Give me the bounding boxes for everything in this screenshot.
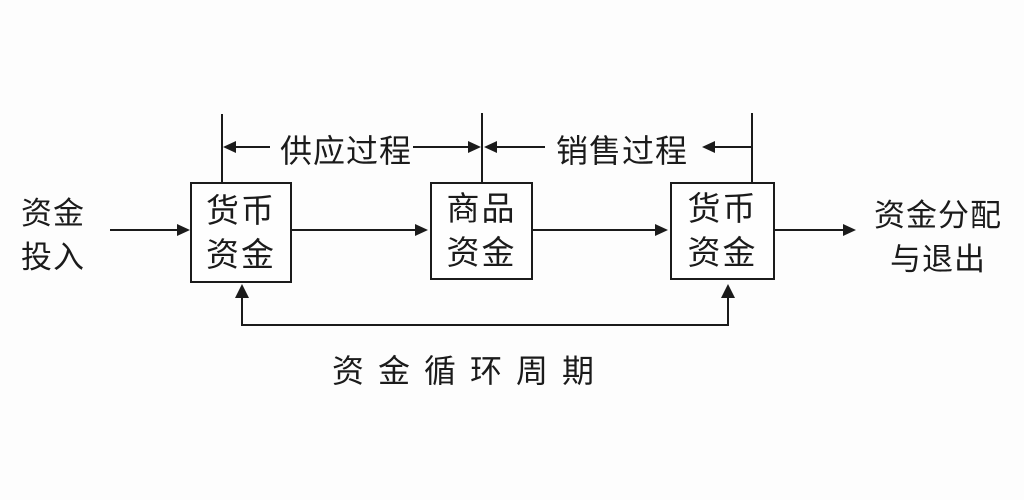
box2-line1: 商品	[446, 189, 517, 228]
box-commodity-funds: 商品 资金	[430, 182, 533, 280]
supply-dim-left-line	[234, 146, 270, 148]
arrowhead-left-icon	[484, 141, 497, 153]
cycle-period-label: 资金循环周期	[332, 352, 609, 390]
output-label-line1: 资金分配	[874, 198, 1002, 234]
box3-line2: 资金	[687, 233, 758, 272]
box2-line2: 资金	[446, 233, 517, 272]
arrowhead-right-icon	[415, 224, 428, 236]
input-label: 资金 投入	[14, 192, 92, 280]
arrowhead-up-icon	[721, 284, 735, 298]
cycle-loop-right-riser	[727, 297, 729, 326]
sales-dim-right-line	[713, 146, 752, 148]
sales-process-label: 销售过程	[556, 132, 689, 170]
arrow-box3-to-output-line	[775, 229, 845, 231]
box1-line1: 货币	[206, 190, 276, 230]
output-label: 资金分配 与退出	[868, 194, 1008, 282]
box-monetary-funds-right: 货币 资金	[670, 182, 775, 280]
box-monetary-funds-left: 货币 资金	[190, 182, 292, 283]
arrowhead-up-icon	[235, 284, 249, 298]
cycle-loop-bottom-line	[241, 324, 729, 326]
arrowhead-right-icon	[655, 224, 668, 236]
extension-line-box3	[751, 113, 753, 182]
box3-line1: 货币	[687, 189, 758, 228]
arrowhead-right-icon	[468, 141, 481, 153]
arrowhead-right-icon	[843, 224, 856, 236]
supply-process-label: 供应过程	[280, 132, 413, 170]
arrow-box1-to-box2-line	[292, 229, 416, 231]
arrowhead-left-icon	[223, 141, 236, 153]
extension-line-box1	[221, 114, 223, 182]
extension-line-box2	[481, 113, 483, 182]
arrow-box2-to-box3-line	[533, 229, 656, 231]
box1-line2: 资金	[206, 234, 276, 274]
sales-dim-left-line	[495, 146, 545, 148]
cycle-loop-left-riser	[241, 297, 243, 326]
arrowhead-right-icon	[177, 224, 190, 236]
supply-dim-right-line	[413, 146, 470, 148]
arrowhead-left-icon	[702, 141, 715, 153]
output-label-line2: 与退出	[890, 242, 986, 278]
input-label-line2: 投入	[21, 240, 85, 276]
arrow-input-to-box1-line	[110, 229, 180, 231]
input-label-line1: 资金	[21, 196, 85, 232]
